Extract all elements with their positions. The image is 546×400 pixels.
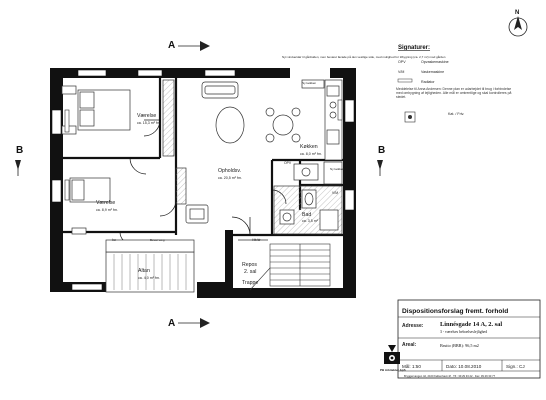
north-label: N <box>515 10 519 16</box>
legend-code: V/M <box>398 70 404 74</box>
room-landing-floor: 2. sal <box>244 269 256 275</box>
company-logo-icon <box>384 345 400 364</box>
section-label-a-top: A <box>168 40 175 51</box>
room-bedroom-large-area: ca. 15,3 m² fm. <box>137 121 161 125</box>
address-label: Adresse: <box>402 323 424 329</box>
legend-item: V/M Vaskemaskine <box>398 70 444 74</box>
legend-note-wrap: Meddelelse til Anna Andersen: Denne plan… <box>396 87 512 100</box>
date-value: Dato: 10.08.2010 <box>446 364 482 369</box>
room-balcony-name: Altan <box>138 268 150 274</box>
radiators <box>64 99 343 201</box>
area-value: Brutto (BBR): 96,5 m2 <box>440 343 479 349</box>
vent-label: Kat. / Friv. <box>448 112 464 116</box>
area-label: Areal: <box>402 342 417 348</box>
room-landing-name: Repos <box>242 262 257 268</box>
section-label-b-right: B <box>378 145 385 156</box>
section-marker-b-right: B <box>377 145 385 176</box>
legend-label: Radiator <box>421 80 435 84</box>
wall-mark: Bevar væg <box>150 238 165 242</box>
legend-label: Opvaskemaskine <box>421 60 449 64</box>
legend-item: OPV Opvaskemaskine <box>398 60 449 64</box>
room-bath-name: Bad <box>302 212 311 218</box>
code-opv: OPV <box>284 161 292 165</box>
address-line1: Linnésgade 14 A, 2. sal <box>440 321 502 328</box>
bathroom <box>273 185 343 235</box>
legend: Signaturer: OPV Opvaskemaskine V/M Vaske… <box>396 45 512 123</box>
section-label-a-bottom: A <box>168 318 175 329</box>
windows <box>51 69 355 291</box>
room-kitchen-area: ca. 8,0 m² fm. <box>300 152 322 156</box>
stairwell <box>238 239 331 291</box>
section-marker-a-top: A <box>168 40 210 51</box>
legend-label: Vaskemaskine <box>421 70 444 74</box>
top-note: Nyt vindue/dør til gårdsiden, men bevare… <box>282 55 446 59</box>
fix-label-top: Ny køkken <box>302 81 317 85</box>
company-address: Bryggervangen 42, 2100 København Ø · Tlf… <box>404 374 496 378</box>
legend-note: Meddelelse til Anna Andersen: Denne plan… <box>396 87 512 100</box>
code-hfr: Hfr/dr <box>252 238 261 242</box>
room-bedroom-large-name: Værelse <box>137 113 156 119</box>
company-name: PB Arkitekter ApS <box>380 368 406 372</box>
code-kleft: ku <box>112 238 116 242</box>
section-marker-a-bottom: A <box>168 318 210 329</box>
sign-value: Sign.: CJ <box>506 364 525 369</box>
legend-title: Signaturer: <box>398 45 430 51</box>
room-bedroom-small-name: Værelse <box>96 200 115 206</box>
room-bath-area: ca. 3,5 m² <box>302 219 319 223</box>
furniture <box>61 79 301 235</box>
room-bedroom-small-area: ca. 8,9 m² fm. <box>96 208 118 212</box>
legend-item: Radiator <box>397 78 435 84</box>
scale-value: Mål: 1:50 <box>402 363 421 369</box>
interior-walls <box>63 78 343 237</box>
code-vm: V/M <box>332 191 338 195</box>
room-living-area: ca. 20,5 m² fm. <box>218 176 242 180</box>
room-living-name: Opholdsv. <box>218 168 241 174</box>
room-balcony-area: ca. 4,0 m² fm. <box>138 276 160 280</box>
balcony <box>105 239 195 293</box>
titleblock-title: Dispositionsforslag fremt. forhold <box>402 308 508 315</box>
room-kitchen-name: Køkken <box>300 144 318 150</box>
radiator-icon <box>397 78 413 83</box>
north-arrow-icon: N <box>508 10 528 37</box>
title-block: Dispositionsforslag fremt. forhold Adres… <box>380 299 541 379</box>
room-stairs-name: Trappe <box>242 280 258 286</box>
legend-code: OPV <box>398 60 406 64</box>
room-labels: Værelse ca. 15,3 m² fm. Værelse ca. 8,9 … <box>96 113 322 286</box>
address-line2: 3 - værelses beboelseslejlighed <box>440 330 487 334</box>
fix-label-side: Ny køkken <box>330 167 345 171</box>
section-label-b-left: B <box>16 145 23 156</box>
plan-annotations: Nyt vindue/dør til gårdsiden, men bevare… <box>112 55 446 242</box>
kitchen-sink-area <box>293 161 343 185</box>
doors <box>119 119 287 245</box>
section-marker-b-left: B <box>15 145 23 176</box>
